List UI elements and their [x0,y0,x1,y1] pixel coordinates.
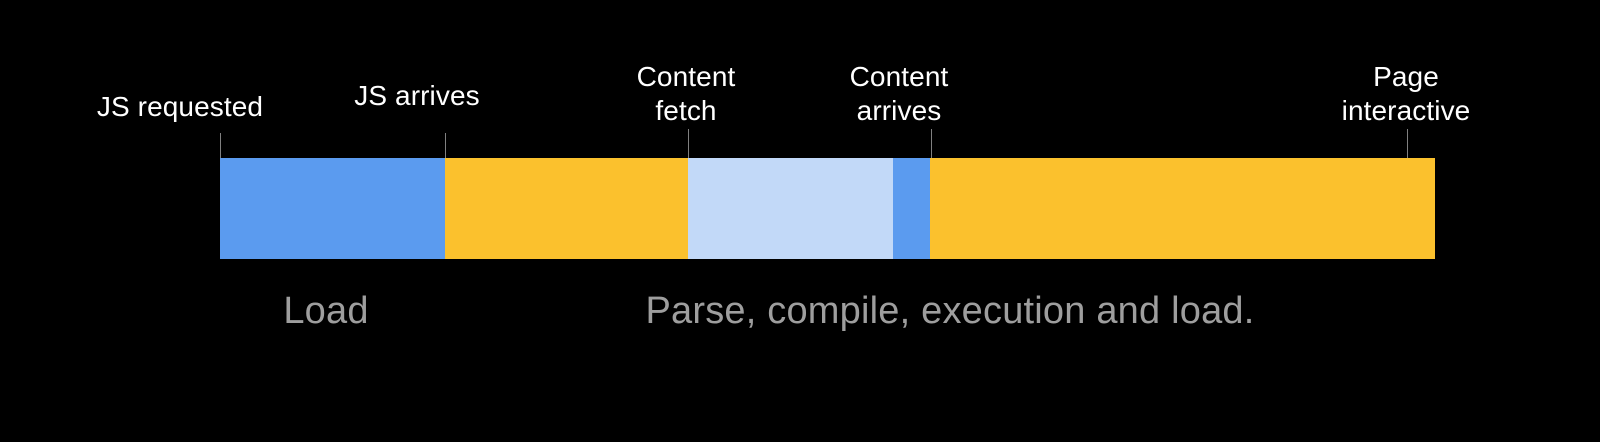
marker-label-content-arrives: Content arrives [849,61,949,126]
tick-content-fetch [688,129,689,158]
bar-segment-js-parse-compile [445,158,688,259]
timeline-bar [220,158,1435,259]
marker-label-js-arrives: JS arrives [354,80,480,111]
caption-parse-compile-exec: Parse, compile, execution and load. [645,290,1255,332]
tick-page-interactive [1407,129,1408,158]
tick-content-arrives [931,129,932,158]
marker-label-page-interactive: Page interactive [1341,61,1471,126]
tick-js-arrives [445,133,446,158]
bar-segment-content-load [893,158,930,259]
bar-segment-js-load [220,158,445,259]
marker-label-content-fetch: Content fetch [636,61,736,126]
marker-label-js-requested: JS requested [96,91,264,122]
caption-load: Load [283,290,369,332]
tick-js-requested [220,133,221,158]
bar-segment-execution-load [930,158,1435,259]
bar-segment-content-fetch-wait [688,158,893,259]
